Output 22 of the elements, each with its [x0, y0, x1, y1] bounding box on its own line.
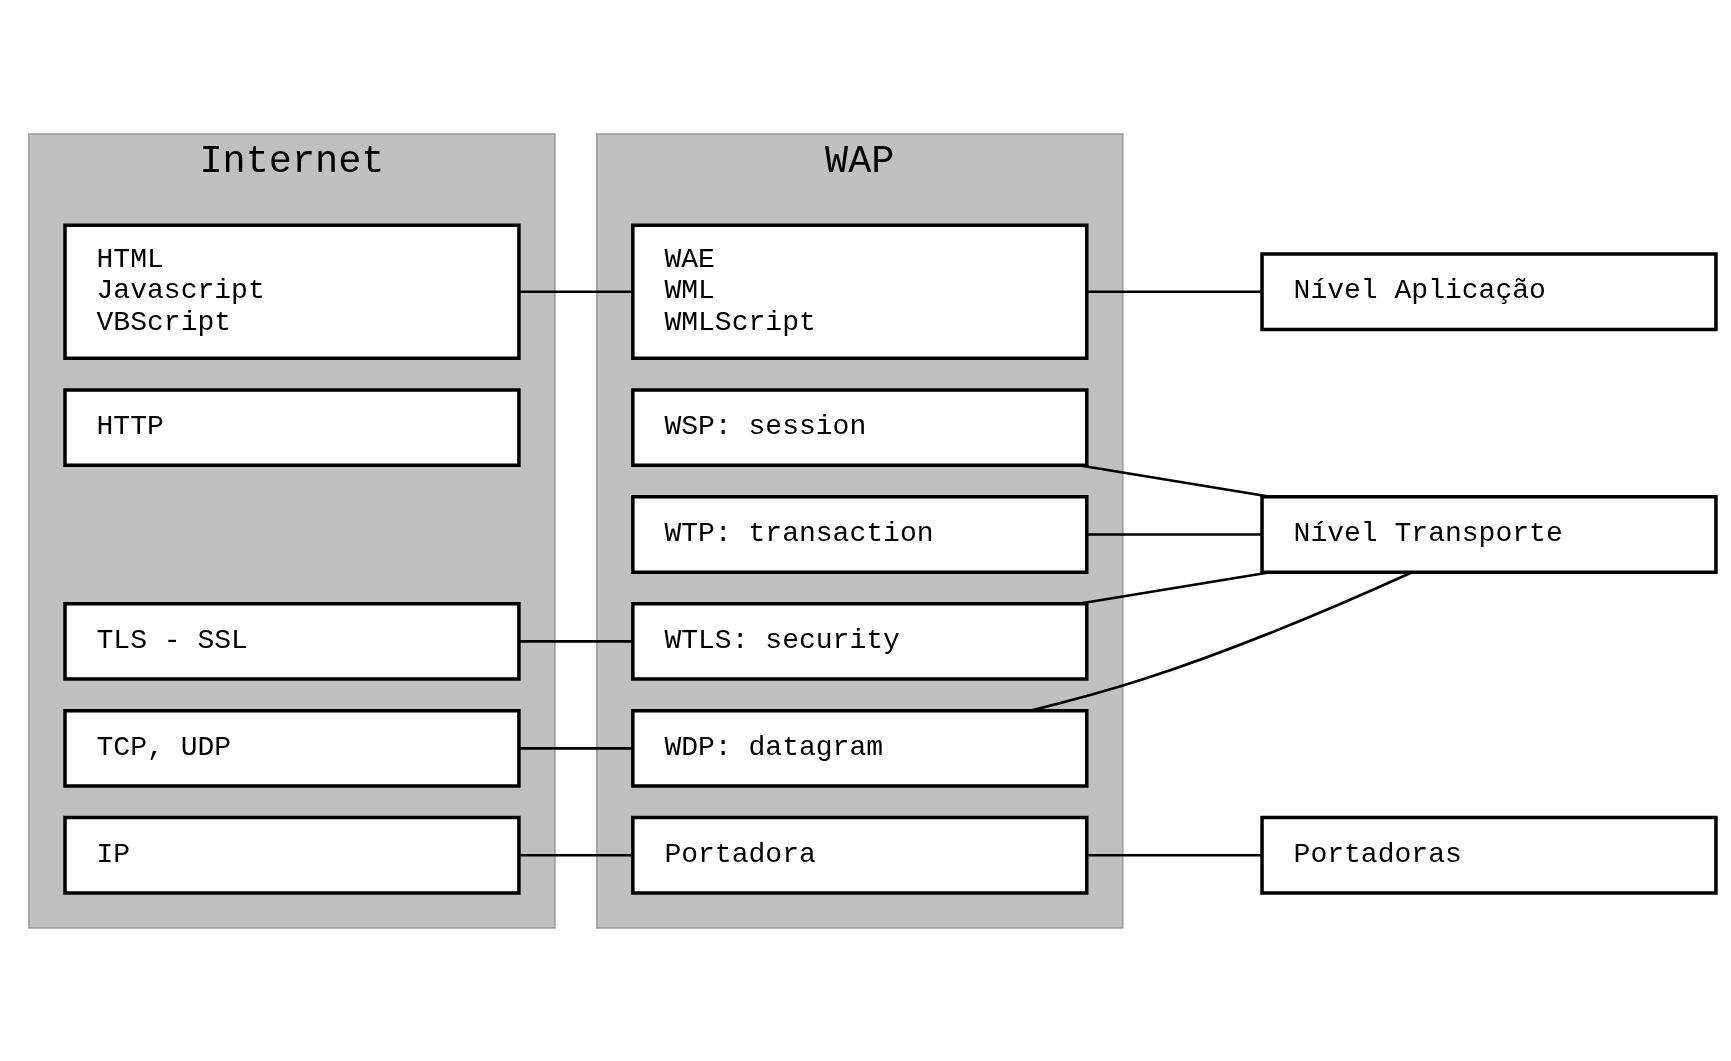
node-box: Nível Transporte: [1260, 494, 1718, 574]
node-box: WTP: transaction: [631, 494, 1089, 574]
node-box: TLS - SSL: [63, 601, 521, 681]
node-box: HTML Javascript VBScript: [63, 222, 521, 360]
node-box: IP: [63, 815, 521, 895]
connector: [1030, 570, 1413, 712]
connector: [519, 853, 633, 857]
connector: [1087, 532, 1262, 536]
connector: [519, 746, 633, 750]
node-box: WDP: datagram: [631, 708, 1089, 788]
node-box: TCP, UDP: [63, 708, 521, 788]
node-box: WSP: session: [631, 387, 1089, 467]
node-box: Portadoras: [1260, 815, 1718, 895]
node-box: HTTP: [63, 387, 521, 467]
node-box: Nível Aplicação: [1260, 251, 1718, 331]
node-box: Portadora: [631, 815, 1089, 895]
node-box: WAE WML WMLScript: [631, 222, 1089, 360]
connector: [1087, 853, 1262, 857]
connector: [519, 639, 633, 643]
connector: [519, 289, 633, 293]
connector: [1087, 289, 1262, 293]
node-box: WTLS: security: [631, 601, 1089, 681]
